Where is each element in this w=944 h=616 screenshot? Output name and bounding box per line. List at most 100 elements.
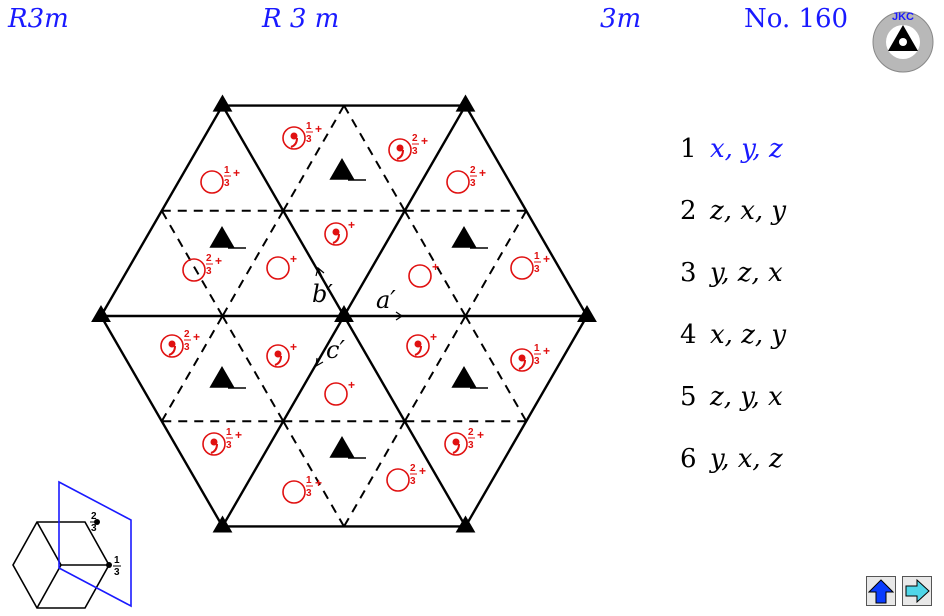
mirror-line [343,420,406,527]
inset-height-upper-num: 2 [91,511,97,522]
position-symbol-icon: 2 3+ [388,133,428,162]
mirror-line [464,210,528,317]
space-group-number: No. 160 [744,4,849,34]
coordinate-triplet: z, x, y [710,196,787,226]
position-symbol-icon: + [266,340,297,368]
svg-text:3: 3 [534,264,540,275]
svg-text:3: 3 [224,178,230,189]
coordinate-index: 1 [680,134,697,164]
svg-text:+: + [290,340,297,354]
triad-screw-icon [329,436,355,458]
position-symbol-icon: 2 3+ [446,165,486,194]
svg-text:2: 2 [184,329,190,340]
next-button[interactable] [902,576,932,606]
inset-height-lower-den: 3 [114,567,120,578]
svg-text:+: + [432,260,439,274]
svg-text:3: 3 [206,266,212,277]
svg-text:2: 2 [206,253,212,264]
coordinate-triplet: x, y, z [710,134,783,164]
coordinate-triplet: y, z, x [710,258,783,288]
coordinate-index: 2 [680,196,697,226]
svg-text:+: + [348,378,355,392]
svg-text:+: + [543,252,550,266]
position-symbol-icon: + [406,330,437,358]
axis-a: a′ [376,286,404,321]
position-symbol-icon: + [266,252,297,280]
coordinate-index: 5 [680,382,697,412]
triad-screw-icon [451,226,477,248]
svg-text:+: + [479,166,486,180]
mirror-lines [160,105,528,527]
jkc-logo-icon[interactable]: JKC [872,11,934,73]
position-symbol-icon: + [324,218,355,246]
position-symbol-icon: + [324,378,355,406]
triad-vertex-icon [91,305,111,323]
triad-vertex-icon [455,515,476,533]
svg-text:+: + [193,330,200,344]
mirror-line [221,315,285,422]
mirror-line [343,105,406,212]
logo-text: JKC [892,11,914,23]
mirror-line [160,315,224,422]
coordinate-index: 6 [680,444,697,474]
position-symbol-icon: + [408,260,439,288]
mirror-line [282,420,345,527]
mirror-line [221,210,285,317]
position-symbol-icon: 1 3+ [510,343,550,372]
svg-text:2: 2 [412,133,418,144]
svg-text:+: + [543,344,550,358]
axis-label-a: a′ [376,286,396,314]
inset-height-lower-num: 1 [114,555,120,566]
inset-projection: 2 3 1 3 [12,480,132,609]
svg-text:+: + [419,464,426,478]
svg-text:+: + [290,252,297,266]
short-symbol: R3m [8,4,69,34]
coordinate-row: 1 x, y, z [680,134,783,164]
triad-screw-icon [209,226,235,248]
inset-height-upper-den: 3 [91,523,97,534]
triad-vertex-icon [577,305,597,323]
svg-text:3: 3 [534,356,540,367]
triad-vertex-icon [455,94,476,112]
axis-label-c: c′ [326,336,345,364]
triad-vertex-icon [212,515,233,533]
position-symbol-icon: 13+ [202,427,242,456]
position-symbol-icon: 23+ [386,463,426,492]
axis-b: b′ [312,266,333,308]
position-symbol-icon: 13+ [282,121,322,150]
svg-text:2: 2 [470,165,476,176]
svg-text:3: 3 [470,178,476,189]
mirror-line [403,315,467,422]
svg-text:3: 3 [226,440,232,451]
svg-text:+: + [315,476,322,490]
mirror-line [403,210,467,317]
coordinate-triplet: z, y, x [710,382,783,412]
svg-text:3: 3 [184,342,190,353]
up-button[interactable] [866,576,896,606]
full-symbol: R 3 m [262,4,340,34]
svg-text:+: + [233,166,240,180]
mirror-line [160,210,224,317]
svg-text:2: 2 [410,463,416,474]
coordinate-row: 5 z, y, x [680,382,783,412]
position-symbol-icon: 2 3+ [182,253,222,282]
svg-text:+: + [215,254,222,268]
svg-text:1: 1 [534,343,540,354]
svg-text:+: + [430,330,437,344]
equivalent-position-symbols: 13+23+13+23++++23+13+23+++13++13+23+13+2… [160,121,550,504]
svg-text:3: 3 [306,488,312,499]
coordinate-triplet: x, z, y [710,320,787,350]
axis-label-b: b′ [312,280,333,308]
point-group: 3m [600,4,642,34]
svg-text:3: 3 [412,146,418,157]
svg-text:+: + [421,134,428,148]
triad-screw-icon [209,366,235,388]
mirror-line [282,105,345,212]
svg-text:+: + [348,218,355,232]
svg-text:+: + [315,122,322,136]
svg-text:1: 1 [224,165,230,176]
